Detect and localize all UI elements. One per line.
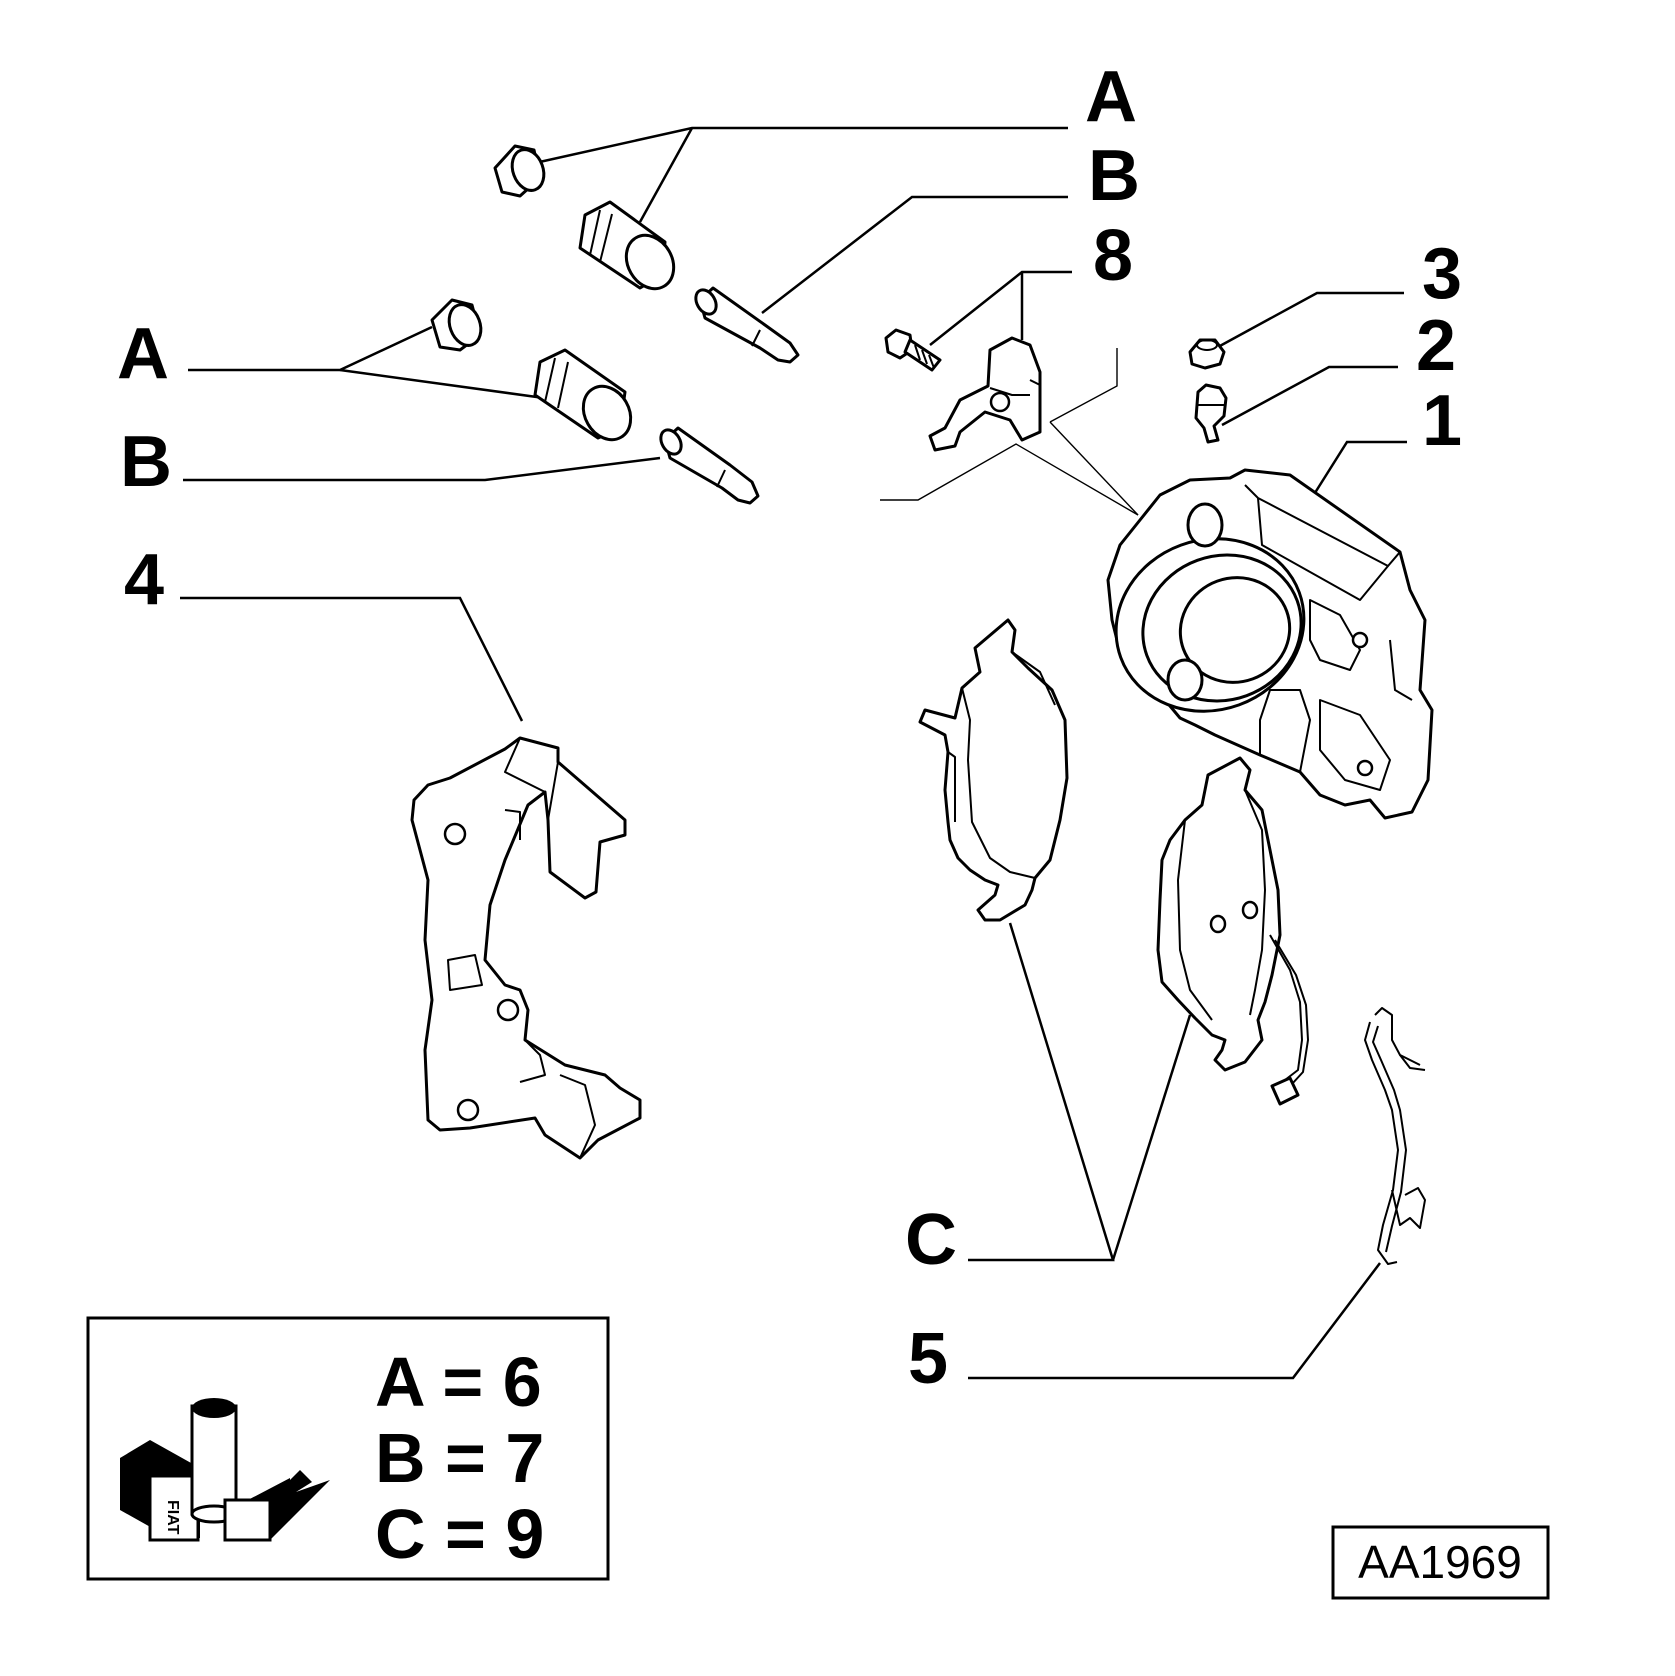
- part-bush-a-top: [578, 200, 676, 291]
- part-4-carrier: [410, 736, 642, 1160]
- fiat-kit-icon: FIAT: [120, 1398, 330, 1542]
- callout-5: 5: [908, 1319, 948, 1399]
- callout-b-top: B: [1088, 136, 1140, 216]
- part-pin-b-left: [659, 426, 760, 505]
- callout-c: C: [905, 1200, 957, 1280]
- part-cap-a-left: [430, 298, 483, 352]
- callout-a-left: A: [117, 314, 169, 394]
- legend-line-a: A = 6: [375, 1343, 542, 1421]
- legend-brand-text: FIAT: [164, 1500, 181, 1535]
- legend-line-c: C = 9: [375, 1495, 544, 1573]
- part-1-caliper: [1106, 468, 1434, 820]
- drawing-code: AA1969: [1358, 1536, 1522, 1588]
- callout-4: 4: [124, 540, 164, 620]
- part-bush-a-left: [533, 348, 633, 442]
- callout-b-left: B: [120, 422, 172, 502]
- part-c-pad-lower: [1156, 756, 1309, 1106]
- leader-lines: [180, 126, 1407, 1380]
- callout-1: 1: [1422, 381, 1462, 461]
- part-5-spring: [1364, 1007, 1426, 1265]
- legend-line-b: B = 7: [375, 1419, 544, 1497]
- part-c-pad-upper: [918, 618, 1069, 922]
- callout-3: 3: [1422, 234, 1462, 314]
- kit-legend: FIAT A = 6 B = 7 C = 9: [86, 1316, 610, 1581]
- part-2-bleed-screw: [1194, 383, 1228, 444]
- part-pin-b-top: [694, 286, 800, 364]
- drawing-code-box: AA1969: [1331, 1525, 1550, 1600]
- callout-a-top: A: [1085, 57, 1137, 137]
- callout-2: 2: [1416, 306, 1456, 386]
- part-8-bolt-bracket: [884, 328, 1042, 452]
- callout-8: 8: [1093, 216, 1133, 296]
- part-3-bleed-cap: [1188, 338, 1226, 370]
- part-cap-a-top: [493, 144, 546, 198]
